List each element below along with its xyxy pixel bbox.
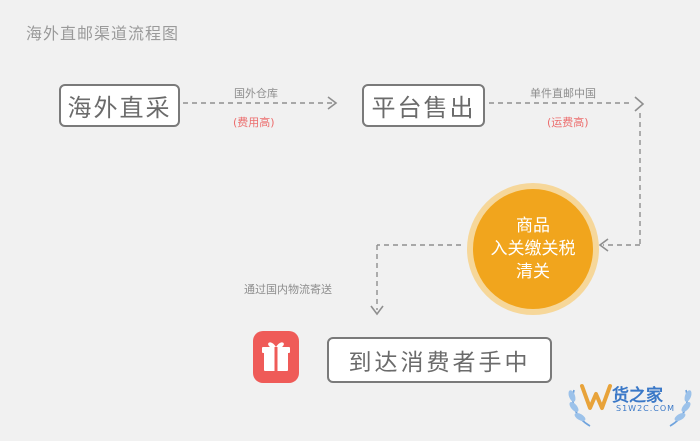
customs-line-2: 入关缴关税 [490, 238, 576, 259]
step-overseas-purchase-label: 海外直采 [67, 94, 172, 122]
step-platform-sale-label: 平台售出 [371, 94, 476, 122]
arrowhead-direct-mail [634, 96, 645, 112]
arrowhead-warehouse [327, 96, 338, 110]
edge-label-logistics: 通过国内物流寄送 [244, 283, 332, 296]
logo-domain-text: S1W2C.COM [616, 404, 676, 413]
step-overseas-purchase: 海外直采 [59, 84, 180, 127]
step-delivered: 到达消费者手中 [327, 337, 552, 383]
logo-wreath-icon [568, 384, 692, 427]
customs-line-1: 商品 [516, 215, 550, 236]
edge-note-warehouse: (费用高) [233, 116, 275, 129]
step-delivered-label: 到达消费者手中 [348, 350, 531, 376]
edge-note-direct-mail: (运费高) [547, 116, 589, 129]
diagram-title: 海外直邮渠道流程图 [26, 24, 180, 43]
customs-line-3: 清关 [516, 261, 550, 282]
arrowhead-customs [598, 238, 609, 252]
step-customs-clearance: 商品 入关缴关税 清关 [473, 189, 593, 309]
edge-label-direct-mail: 单件直邮中国 [530, 87, 596, 100]
gift-icon [253, 331, 299, 383]
watermark-logo: 货之家 S1W2C.COM [560, 360, 700, 437]
arrowhead-consumer [370, 305, 384, 316]
logo-brand-text: 货之家 [612, 386, 663, 406]
step-platform-sale: 平台售出 [362, 84, 485, 127]
edge-label-warehouse: 国外仓库 [234, 87, 278, 100]
